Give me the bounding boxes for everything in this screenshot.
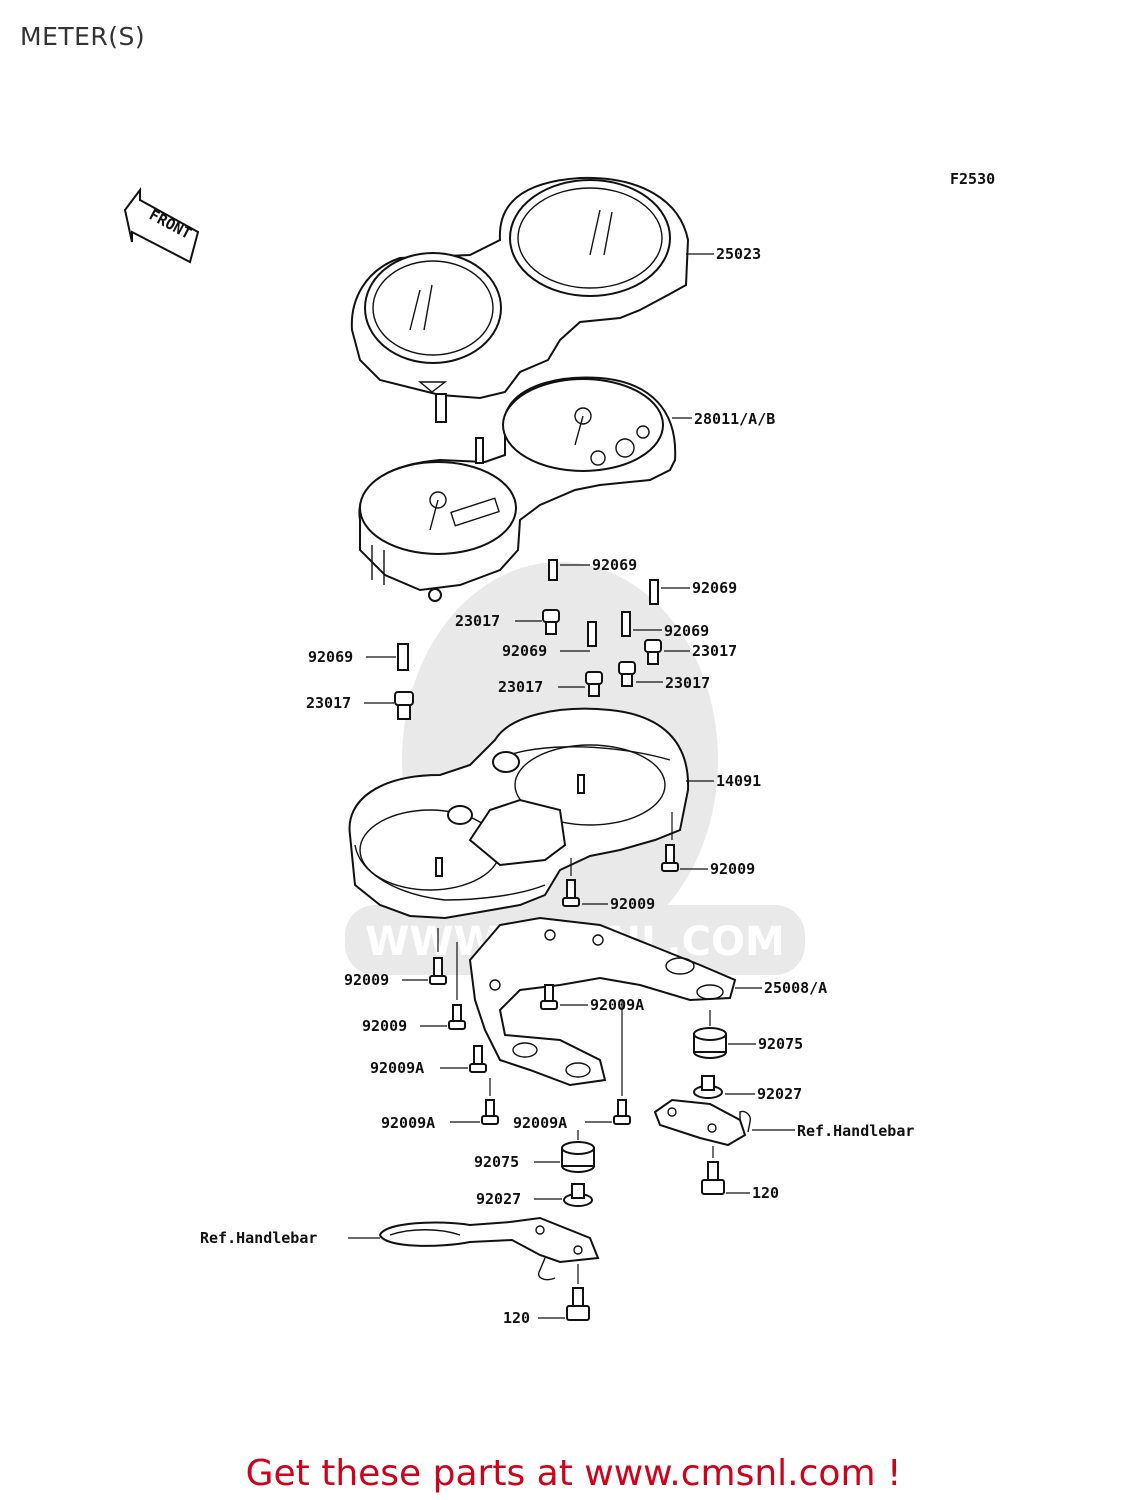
label-14091: 14091 bbox=[716, 772, 761, 790]
bolt-120-b bbox=[566, 1287, 590, 1321]
bulb-92069-e bbox=[397, 643, 409, 671]
label-92009A-d: 92009A bbox=[513, 1114, 567, 1132]
bulb-92069-b bbox=[649, 579, 659, 605]
bulb-92069-c bbox=[621, 611, 631, 637]
screw-92009-c bbox=[429, 957, 447, 985]
label-92075-a: 92075 bbox=[758, 1035, 803, 1053]
label-120-a: 120 bbox=[752, 1184, 779, 1202]
promo-link[interactable]: Get these parts at www.cmsnl.com ! bbox=[245, 1453, 902, 1494]
front-arrow-icon: FRONT bbox=[123, 187, 200, 264]
label-92075-b: 92075 bbox=[474, 1153, 519, 1171]
meter-cover-25023 bbox=[350, 176, 690, 423]
label-92009-b: 92009 bbox=[610, 895, 655, 913]
bulb-92069-a bbox=[548, 559, 558, 581]
collar-92027-b bbox=[563, 1183, 593, 1207]
screw-92009-a bbox=[661, 844, 679, 872]
label-28011: 28011/A/B bbox=[694, 410, 775, 428]
label-92009A-a: 92009A bbox=[590, 996, 644, 1014]
bulb-92069-d bbox=[587, 621, 597, 647]
screw-92009A-b bbox=[469, 1045, 487, 1073]
label-92009-d: 92009 bbox=[362, 1017, 407, 1035]
label-25008: 25008/A bbox=[764, 979, 827, 997]
figure-code: F2530 bbox=[950, 170, 995, 188]
label-ref-handlebar-b: Ref.Handlebar bbox=[200, 1229, 317, 1247]
grommet-92075-b bbox=[561, 1141, 595, 1173]
meter-case-14091 bbox=[348, 707, 690, 920]
socket-23017-a bbox=[542, 609, 560, 635]
handlebar-clamp-left bbox=[378, 1216, 600, 1281]
label-92009A-c: 92009A bbox=[381, 1114, 435, 1132]
exploded-parts-diagram: WWW.CMSNL.COM F2530 FRONT 25023 bbox=[123, 170, 995, 1327]
socket-23017-e bbox=[394, 691, 414, 720]
handlebar-clamp-right bbox=[653, 1098, 752, 1147]
label-92009A-b: 92009A bbox=[370, 1059, 424, 1077]
collar-92027-a bbox=[693, 1075, 723, 1099]
label-92027-a: 92027 bbox=[757, 1085, 802, 1103]
label-92069-c: 92069 bbox=[664, 622, 709, 640]
grommet-92075-a bbox=[693, 1027, 727, 1059]
screw-92009-d bbox=[448, 1004, 466, 1030]
label-23017-a: 23017 bbox=[455, 612, 500, 630]
label-23017-e: 23017 bbox=[306, 694, 351, 712]
socket-23017-d bbox=[618, 661, 636, 687]
socket-23017-b bbox=[644, 639, 662, 665]
label-ref-handlebar-a: Ref.Handlebar bbox=[797, 1122, 914, 1140]
label-92009-a: 92009 bbox=[710, 860, 755, 878]
bracket-25008 bbox=[468, 916, 737, 1087]
screw-92009-b bbox=[562, 879, 580, 907]
meter-assembly-28011 bbox=[358, 376, 677, 602]
label-92069-a: 92069 bbox=[592, 556, 637, 574]
screw-92009A-d bbox=[613, 1099, 631, 1125]
label-23017-b: 23017 bbox=[692, 642, 737, 660]
page-title: METER(S) bbox=[20, 22, 146, 51]
screw-92009A-c bbox=[481, 1099, 499, 1125]
label-23017-c: 23017 bbox=[498, 678, 543, 696]
label-92069-d: 92069 bbox=[502, 642, 547, 660]
label-92027-b: 92027 bbox=[476, 1190, 521, 1208]
label-120-b: 120 bbox=[503, 1309, 530, 1327]
socket-23017-c bbox=[585, 671, 603, 697]
screw-92009A-a bbox=[540, 984, 558, 1010]
label-23017-d: 23017 bbox=[665, 674, 710, 692]
label-92009-c: 92009 bbox=[344, 971, 389, 989]
label-25023: 25023 bbox=[716, 245, 761, 263]
bolt-120-a bbox=[701, 1161, 725, 1195]
label-92069-b: 92069 bbox=[692, 579, 737, 597]
label-92069-e: 92069 bbox=[308, 648, 353, 666]
